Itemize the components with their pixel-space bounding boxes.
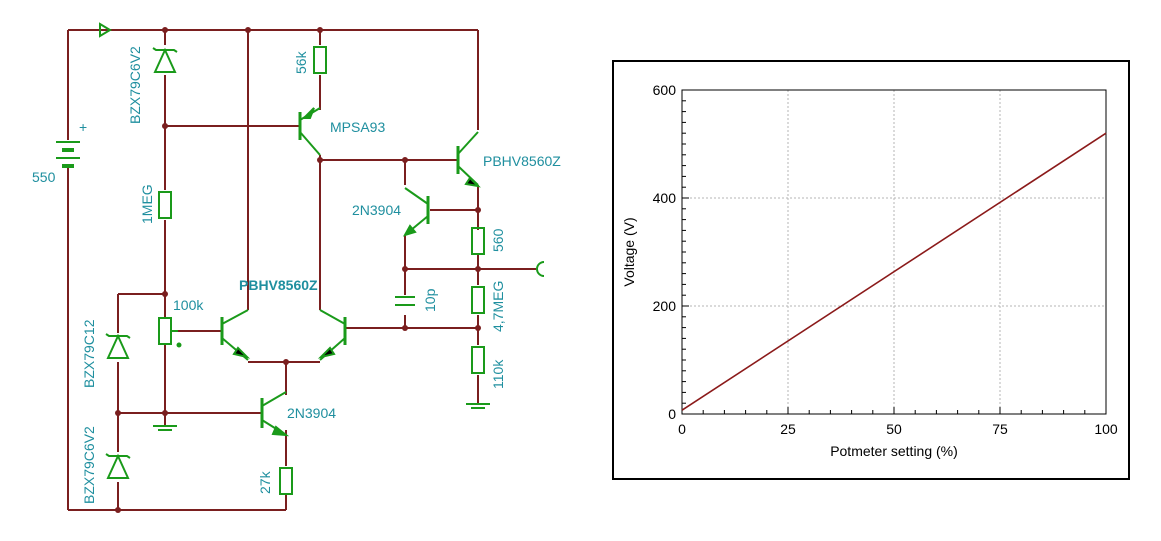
resistor-4-7meg-icon [471,286,485,314]
x-tick-label: 0 [678,421,686,437]
capacitor-10p-label: 10p [422,288,438,312]
x-tick-label: 100 [1094,421,1118,437]
junction-dots [115,27,481,513]
resistor-27k-icon [279,467,293,495]
resistor-56k-icon [313,46,327,74]
y-tick-label: 0 [668,406,676,422]
transistor-mpsa93-icon [298,107,321,156]
plus-sign: + [79,119,87,135]
battery-icon [56,141,80,168]
resistor-110k-icon [471,346,485,374]
zener-bottom-icon [105,453,131,479]
x-axis-label: Potmeter setting (%) [830,443,958,459]
pbhv-pair-label: PBHV8560Z [239,277,318,293]
2n3904-top-label: 2N3904 [352,202,401,218]
supply-voltage-label: 550 [32,169,56,185]
zener-mid-icon [105,333,131,359]
circuit-schematic: + 550 BZX79C6V2 56k 1MEG MPSA93 PBHV8560… [32,22,561,513]
series-line [681,132,1107,411]
y-tick-label: 400 [653,190,677,206]
resistor-56k-label: 56k [293,50,309,74]
transistor-pbhv-pair-right-icon [317,309,347,361]
pbhv-top-label: PBHV8560Z [483,153,561,169]
transistor-2n3904-bottom-icon [260,391,290,437]
mpsa93-label: MPSA93 [330,119,385,135]
zener-bottom-label: BZX79C6V2 [81,426,97,504]
y-axis-label: Voltage (V) [621,217,637,286]
resistor-4-7meg-label: 4,7MEG [490,281,506,332]
resistor-560-label: 560 [490,228,506,252]
resistor-1meg-icon [158,191,172,219]
zener-mid-label: BZX79C12 [81,319,97,388]
resistor-110k-label: 110k [490,359,506,389]
transistor-pbhv-pair-left-icon [220,309,251,361]
x-tick-label: 75 [992,421,1008,437]
zener-diode-icon [152,47,178,73]
2n3904-bottom-label: 2N3904 [287,405,336,421]
y-tick-label: 200 [653,298,677,314]
ground-left-icon [153,425,177,431]
transistor-2n3904-top-icon [402,187,430,237]
transistor-pbhv-top-icon [456,131,481,188]
resistor-560-icon [471,227,485,255]
output-terminal-icon [536,261,545,277]
potentiometer-100k-icon [158,317,182,348]
x-tick-label: 25 [780,421,796,437]
ground-icon [466,403,490,409]
resistor-1meg-label: 1MEG [139,184,155,224]
capacitor-10p-icon [395,296,415,306]
y-tick-label: 600 [653,82,677,98]
pot-100k-label: 100k [173,297,204,313]
x-tick-label: 50 [886,421,902,437]
supply-arrow-icon [99,22,112,38]
zener-top-label: BZX79C6V2 [127,46,143,124]
resistor-27k-label: 27k [257,470,273,494]
